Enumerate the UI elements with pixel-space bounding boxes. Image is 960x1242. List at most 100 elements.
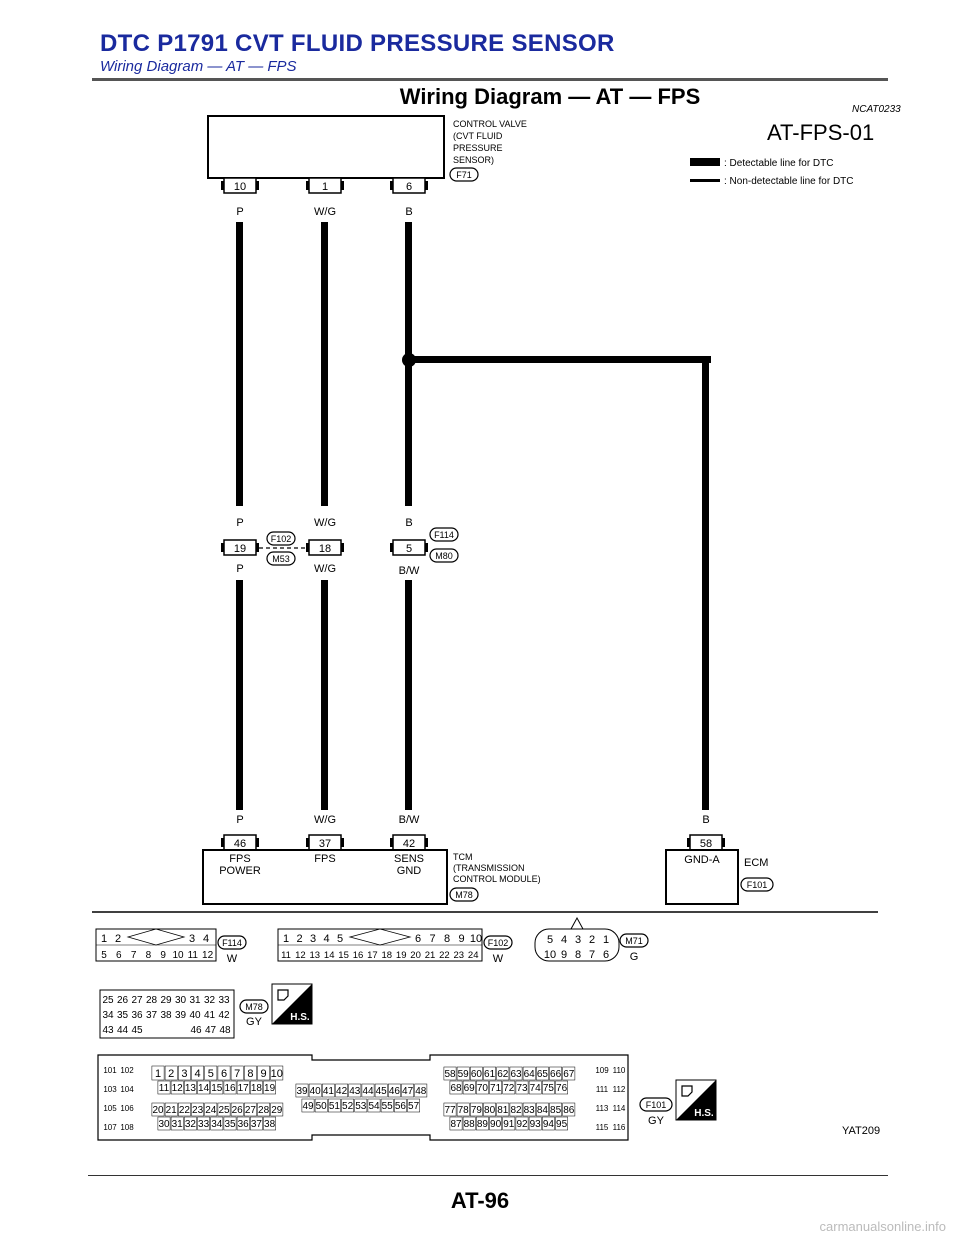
f114-pin-number: 3 [189,933,195,945]
f101-pin-number: 13 [185,1083,197,1094]
f101-pin-number: 87 [450,1119,462,1130]
f101-pin-number: 103 [103,1085,117,1094]
f114-view-name: F114 [222,938,242,948]
m78-pin-number: 29 [160,995,172,1006]
f101-pin-number: 34 [211,1119,223,1130]
legend-nondetectable-text: : Non-detectable line for DTC [724,176,854,187]
f101-pin-cell [367,1098,381,1113]
f101-pin-number: 10 [271,1068,283,1080]
f101-pin-cell [151,1065,165,1081]
f101-pin-number: 102 [120,1066,134,1075]
wire-p-upper [236,222,243,506]
sensor-connector-label: F71 [456,170,472,180]
f101-pin-number: 61 [484,1069,496,1080]
f101-pin-number: 67 [563,1069,575,1080]
svg-text:10: 10 [234,181,246,193]
f101-pin-number: 5 [208,1068,214,1080]
f101-pin-cell [456,1066,470,1081]
f101-pin-number: 79 [471,1105,483,1116]
f114-pin-number: 1 [101,933,107,945]
f101-pin-cell [414,1083,428,1098]
f101-pin-cell [204,1102,218,1117]
m78-pin-number: 47 [205,1025,217,1036]
f101-pin-number: 53 [355,1101,367,1112]
legend-nondetectable-swatch [690,179,720,182]
f101-pin-number: 25 [218,1105,230,1116]
f101-pin-number: 108 [120,1123,134,1132]
sensor-connector-badge [449,167,479,182]
f101-pin-cell [217,1065,231,1081]
f101-pin-number: 18 [251,1083,263,1094]
f101-pin-cell [191,1065,204,1081]
wire-label-bw-joint-bottom: B/W [399,565,420,577]
tcm-pin-37: 37 [306,834,344,851]
f101-view-color: GY [648,1115,665,1127]
f101-pin-number: 16 [224,1083,236,1094]
f114-pin-number: 5 [101,950,107,961]
legend-detectable-text: : Detectable line for DTC [724,158,834,169]
f101-pin-cell [170,1080,184,1095]
ecm-module: GND-A ECM F101 [665,849,774,905]
tcm-pin-46: 46 [221,834,259,851]
f101-pin-number: 28 [258,1105,270,1116]
joint-connector-f102-badge [266,531,296,546]
f101-pin-cell [496,1102,510,1117]
f101-pin-cell [204,1065,218,1081]
f101-pin-number: 26 [232,1105,244,1116]
f101-pin-cell [178,1102,191,1117]
f101-pin-number: 48 [415,1086,427,1097]
f101-pin-number: 32 [185,1119,197,1130]
f101-pin-number: 8 [247,1068,253,1080]
f101-pin-cell [449,1080,463,1095]
tcm-func-sens: SENS [394,853,424,865]
f101-pin-number: 3 [181,1068,187,1080]
f114-view-color: W [227,953,238,965]
f102-pin-number: 3 [310,933,316,945]
f101-pin-number: 40 [310,1086,322,1097]
f102-pin-number: 22 [439,950,450,961]
svg-text:1: 1 [322,181,328,193]
sensor-pin-1: 1 [306,177,344,194]
f102-view-color: W [493,953,504,965]
f101-pin-number: 82 [510,1105,522,1116]
f101-pin-cell [210,1116,224,1131]
f101-pin-cell [250,1080,263,1095]
tcm-pin-42: 42 [390,834,428,851]
f101-pin-number: 44 [362,1086,374,1097]
f101-pin-cell [522,1102,536,1117]
f101-pin-cell [380,1098,394,1113]
page-header-subtitle: Wiring Diagram — AT — FPS [100,58,297,75]
f101-pin-number: 80 [484,1105,496,1116]
f101-pin-cell [555,1080,568,1095]
f101-pin-number: 92 [516,1119,528,1130]
f101-pin-cell [250,1116,263,1131]
m78-pin-number: 37 [146,1010,158,1021]
f114-pin-number: 6 [116,950,122,961]
f101-pin-number: 105 [103,1104,117,1113]
f101-pin-number: 27 [245,1105,257,1116]
m78-pin-number: 26 [117,995,129,1006]
m78-pin-number: 42 [218,1010,230,1021]
f102-pin-number: 18 [382,950,393,961]
fluid-pressure-sensor: CONTROL VALVE (CVT FLUID PRESSURE SENSOR… [207,115,527,182]
f101-pin-number: 43 [349,1086,361,1097]
f101-pin-cell [483,1102,496,1117]
page-number: AT-96 [450,1188,510,1213]
tcm-label-line-2: (TRANSMISSION [453,863,525,873]
f101-pin-cell [244,1102,257,1117]
joint-connector-m80-label: M80 [435,551,453,561]
f101-pin-number: 20 [152,1105,164,1116]
f101-pin-cell [476,1116,489,1131]
f102-pin-number: 5 [337,933,343,945]
m78-pin-number: 34 [102,1010,114,1021]
f102-pin-number: 2 [296,933,302,945]
f102-pin-number: 11 [281,950,291,961]
joint-pin-5: 5 [390,539,428,556]
f101-pin-cell [502,1116,516,1131]
m78-pin-number: 44 [117,1025,129,1036]
joint-connector-m53-label: M53 [272,554,290,564]
joint-connector-m53-badge [266,551,296,566]
m78-pin-number: 30 [175,995,187,1006]
f101-pin-cell [443,1066,457,1081]
wire-label-wg-top: W/G [314,206,336,218]
